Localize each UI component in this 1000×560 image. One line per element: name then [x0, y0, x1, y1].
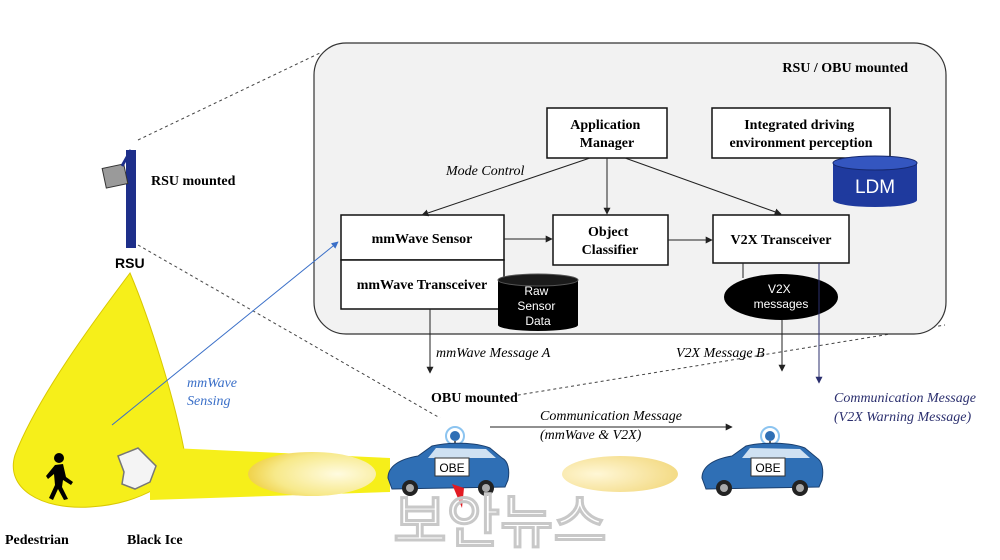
mmwave-sensor-label: mmWave Sensor — [372, 232, 473, 247]
application-manager-label: Application Manager — [570, 118, 644, 151]
car-2: OBE — [701, 426, 824, 496]
projection-line-bottom — [137, 244, 441, 419]
integrated-perception-box — [711, 107, 891, 159]
mmwave-sensor-box — [340, 214, 505, 261]
mmwave-transceiver-box — [340, 259, 505, 310]
obu-mounted-label: OBU mounted — [431, 391, 518, 406]
projection-line-top — [137, 51, 323, 141]
application-manager-box — [546, 107, 668, 159]
mode-control-label: Mode Control — [445, 164, 525, 179]
pedestrian-label: Pedestrian — [5, 533, 69, 548]
car2-beam-glow — [562, 456, 678, 492]
v2x-message-b-label: V2X Message B — [676, 346, 765, 361]
car-1: OBE — [387, 426, 510, 496]
obe-label-2: OBE — [755, 461, 780, 475]
ldm-database: LDM — [832, 155, 918, 207]
obe-label-1: OBE — [439, 461, 464, 475]
comm-message-right-label: Communication Message (V2X Warning Messa… — [834, 391, 979, 425]
arrow-appmgr-to-sensor — [421, 157, 591, 217]
v2x-messages-ellipse — [724, 274, 838, 320]
object-classifier-box — [552, 214, 669, 266]
mmwave-message-a-label: mmWave Message A — [436, 346, 551, 361]
projection-line-obu — [499, 324, 946, 399]
red-warning-marker — [452, 484, 464, 508]
black-ice-label: Black Ice — [127, 533, 183, 548]
integrated-perception-label: Integrated driving environment perceptio… — [730, 118, 873, 151]
raw-sensor-data-store: Raw Sensor Data — [497, 273, 579, 331]
arrow-appmgr-to-v2x — [624, 157, 782, 216]
object-classifier-label: Object Classifier — [582, 225, 639, 258]
v2x-messages-label: V2X messages — [754, 282, 809, 311]
v2x-transceiver-box — [712, 214, 850, 264]
car1-beam-glow — [248, 452, 376, 496]
panel-title: RSU / OBU mounted — [782, 61, 908, 76]
svg-text:Raw Sensor Data: Raw Sensor Data — [517, 284, 558, 328]
v2x-transceiver-label: V2X Transceiver — [731, 233, 832, 248]
comm-message-center-label: Communication Message (mmWave & V2X) — [540, 409, 685, 443]
rsu-mounted-label: RSU mounted — [151, 174, 236, 189]
black-ice-icon — [117, 447, 157, 490]
rsu-label: RSU — [115, 255, 145, 271]
watermark: 보안뉴스 — [393, 490, 606, 555]
mmwave-transceiver-label: mmWave Transceiver — [357, 278, 488, 293]
pedestrian-icon — [46, 453, 73, 500]
rsu-sensing-cone — [12, 272, 186, 508]
mmwave-sensing-label: mmWave Sensing — [187, 376, 241, 409]
ldm-label: LDM — [855, 177, 895, 198]
rsu-pole — [101, 149, 136, 248]
mmwave-sensing-arrow — [111, 241, 339, 426]
